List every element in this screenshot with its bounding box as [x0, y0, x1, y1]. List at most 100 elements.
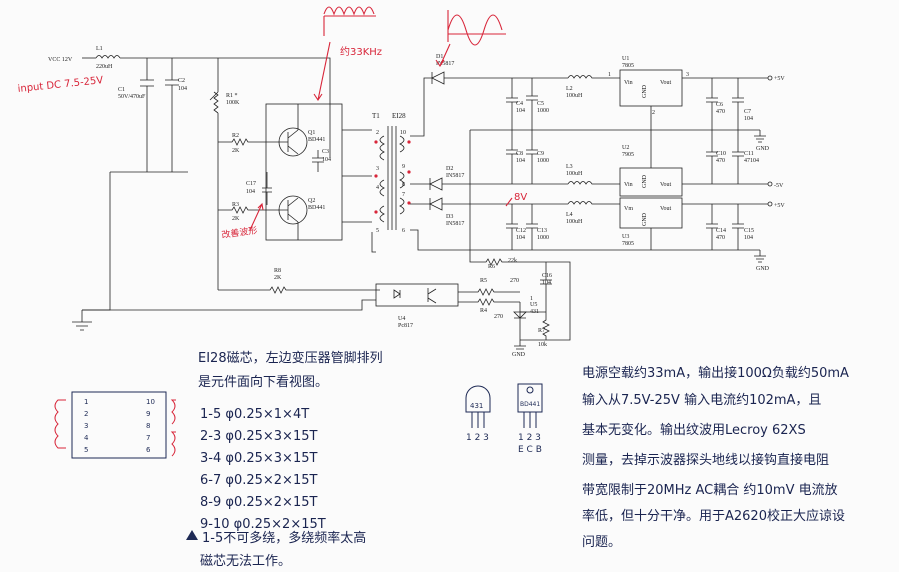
- t1-pin-2: 2: [376, 130, 379, 136]
- d3-val: IN5817: [446, 221, 464, 227]
- r2-val: 2K: [232, 148, 240, 154]
- winding-1-5: 1-5 φ0.25×1×4T: [200, 407, 309, 422]
- u2-vin: Vin: [624, 182, 633, 188]
- oscillator-section: R1 * 100K Q1 BD441 Q2 BD441 R2 2K R3 2K …: [209, 6, 382, 290]
- measurement-note-line-2: 输入从7.5V-25V 输入电流约102mA，且: [582, 392, 821, 408]
- ground-label-top: GND: [756, 146, 770, 152]
- c6-ref: C6: [716, 102, 723, 108]
- r3-ref: R3: [232, 202, 239, 208]
- pin-diagram-right-9: 9: [146, 410, 150, 418]
- d2-val: IN5817: [446, 173, 464, 179]
- winding-footnote-2: 磁芯无法工作。: [200, 554, 291, 569]
- c14-val: 470: [716, 235, 725, 241]
- c4-ref: C4: [516, 101, 523, 107]
- freq-note: 约33KHz: [340, 45, 382, 58]
- l2-ref: L2: [566, 86, 573, 92]
- pin-diagram-left-1: 1: [84, 398, 88, 406]
- c8-val: 104: [516, 158, 525, 164]
- c13-val: 1000: [537, 235, 549, 241]
- feedback-section: R8 2K U4 Pc817 R5 270 R4 270 R6 22k C16 …: [82, 250, 571, 358]
- c4-val: 104: [516, 108, 525, 114]
- input-section: VCC 12V L1 220uH C1 50V/470uF C2 104 inp…: [17, 46, 331, 331]
- winding-3-4: 3-4 φ0.25×3×15T: [200, 451, 317, 466]
- right-pin-labels: 10 9 8 7 6: [146, 398, 155, 454]
- t1-pin-10: 10: [400, 130, 406, 136]
- c10-ref: C10: [716, 151, 726, 157]
- c15-ref: C15: [744, 228, 754, 234]
- d3-ref: D3: [446, 214, 453, 220]
- c15-val: 104: [744, 235, 753, 241]
- pin-diagram-right-6: 6: [146, 446, 151, 454]
- to126-pin-numbers: 1 2 3: [518, 433, 541, 443]
- u2-gnd: GND: [642, 174, 648, 188]
- winding-6-7: 6-7 φ0.25×2×15T: [200, 473, 317, 488]
- t1-ref: T1: [372, 112, 380, 120]
- pin-diagram-right-7: 7: [146, 434, 150, 442]
- measurement-notes: 电源空载约33mA，输出接100Ω负载约50mA 输入从7.5V-25V 输入电…: [582, 365, 849, 550]
- u1-pin-2: 2: [652, 110, 655, 116]
- l4-ref: L4: [566, 212, 573, 218]
- u1-val: 7805: [622, 63, 634, 69]
- u5-pin-1: 1: [530, 296, 533, 302]
- c12-ref: C12: [516, 228, 526, 234]
- c1-ref: C1: [118, 87, 125, 93]
- transformer-pin-diagram: 1 2 3 4 5 10 9 8 7 6: [54, 391, 176, 459]
- c8-ref: C8: [516, 151, 523, 157]
- c6-val: 470: [716, 109, 725, 115]
- l2-val: 100uH: [566, 93, 583, 99]
- r7-val: 10k: [538, 342, 547, 348]
- c9-ref: C9: [537, 151, 544, 157]
- c13-ref: C13: [537, 228, 547, 234]
- vcc-label: VCC 12V: [48, 57, 73, 63]
- r8-val: 2K: [274, 275, 282, 281]
- c7-val: 104: [744, 116, 753, 122]
- pin-diagram-left-2: 2: [84, 410, 88, 418]
- l1-val: 220uH: [96, 64, 113, 70]
- winding-notes-subtitle: 是元件面向下看视图。: [198, 374, 328, 390]
- r1-val: 100K: [226, 100, 240, 106]
- q1-ref: Q1: [308, 130, 315, 136]
- u2-val: 7905: [622, 152, 634, 158]
- output-plus5v-a: +5V: [774, 76, 785, 82]
- measurement-note-line-4: 测量，去掉示波器探头地线以接钩直接电阻: [582, 452, 829, 468]
- measurement-note-line-1: 电源空载约33mA，输出接100Ω负载约50mA: [582, 365, 849, 381]
- u4-ref: U4: [398, 316, 405, 322]
- c2-ref: C2: [178, 78, 185, 84]
- t1-pin-7: 7: [402, 192, 405, 198]
- u1-gnd: GND: [642, 84, 648, 98]
- rectifier-section: D1 IN5817 D2 IN5817 D3 IN5817 8V C4 104 …: [429, 10, 760, 251]
- v8-note: 8V: [514, 192, 527, 203]
- t1-val: EI28: [392, 112, 406, 120]
- c12-val: 104: [516, 235, 525, 241]
- c7-ref: C7: [744, 109, 751, 115]
- c2-val: 104: [178, 86, 187, 92]
- input-range-note: input DC 7.5-25V: [17, 75, 104, 95]
- u3-vm: Vm: [624, 206, 633, 212]
- r1-ref: R1 *: [226, 93, 238, 99]
- c5-val: 1000: [537, 108, 549, 114]
- winding-2-3: 2-3 φ0.25×3×15T: [200, 429, 317, 444]
- output-plus5v-b: +5V: [774, 203, 785, 209]
- u3-vout: Vout: [660, 206, 672, 212]
- u1-vin: Vin: [624, 80, 633, 86]
- transistor-sketches: 431 1 2 3 BD441 1 2 3 E C B: [465, 383, 543, 455]
- t1-pin-3: 3: [376, 166, 379, 172]
- to126-pin-names: E C B: [518, 445, 542, 455]
- u1-ref: U1: [622, 56, 629, 62]
- q2-ref: Q2: [308, 198, 315, 204]
- u2-vout: Vout: [660, 182, 672, 188]
- l3-val: 100uH: [566, 171, 583, 177]
- c11-ref: C11: [744, 151, 754, 157]
- pin-diagram-left-4: 4: [84, 434, 89, 442]
- u3-val: 7805: [622, 241, 634, 247]
- feedback-ground-label: GND: [512, 352, 526, 358]
- u1-vout: Vout: [660, 80, 672, 86]
- u4-val: Pc817: [398, 323, 413, 329]
- c3-ref: C3: [322, 149, 329, 155]
- t1-pin-5: 5: [376, 228, 379, 234]
- c10-val: 470: [716, 158, 725, 164]
- q2-val: BD441: [308, 205, 325, 211]
- l3-ref: L3: [566, 164, 573, 170]
- u2-ref: U2: [622, 145, 629, 151]
